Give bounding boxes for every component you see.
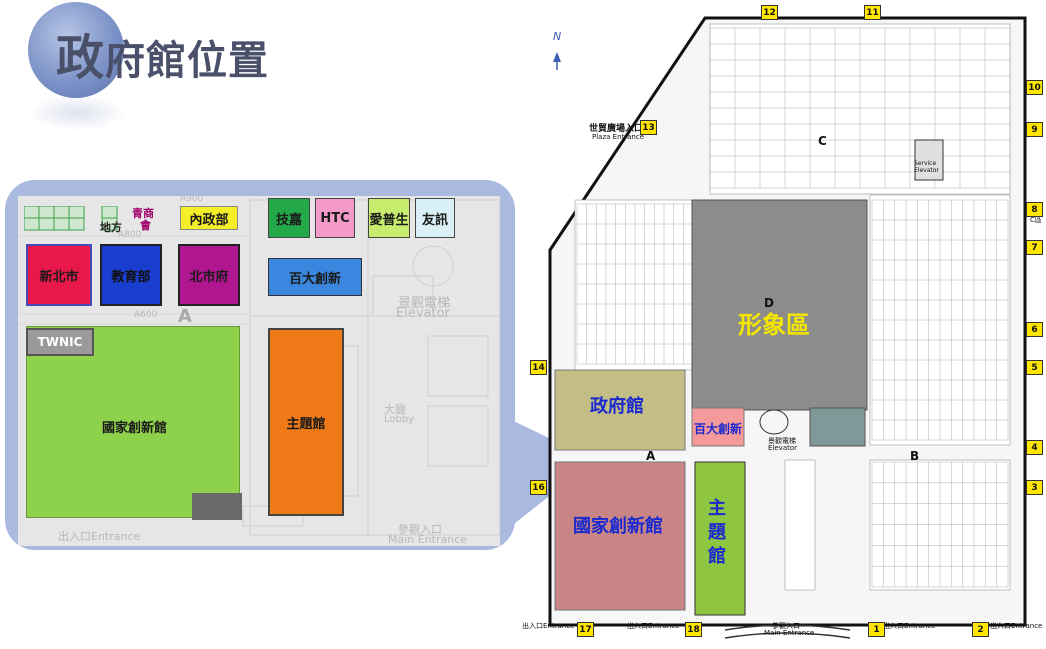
gate-8: 8	[1026, 202, 1043, 217]
map-north-label: N	[553, 30, 562, 43]
map-c-gate: C區	[1030, 216, 1042, 224]
gate-6: 6	[1026, 322, 1043, 337]
gate-14: 14	[530, 360, 547, 375]
ghost-lobby-en: Lobby	[384, 414, 415, 425]
floor-map	[548, 16, 1027, 639]
ghost-row-a: A	[178, 306, 192, 327]
zone-theme-label-3: 館	[708, 546, 726, 567]
gate-4: 4	[1026, 440, 1043, 455]
booth-assoc-label-c: 地方	[100, 221, 122, 234]
zoom-floor-detail: A900 A800 A600 A 景觀電梯 Elevator 大廳 Lobby …	[18, 196, 500, 546]
map-plaza-entrance-cn: 世貿廣場入口	[589, 124, 644, 134]
booth-theme: 主題館	[268, 328, 344, 516]
gate-5: 5	[1026, 360, 1043, 375]
zoom-callout-arrow	[480, 405, 595, 535]
gate-17: 17	[577, 622, 594, 637]
booth-moi: 內政部	[180, 206, 238, 230]
booth-national-label: 國家創新館	[102, 421, 168, 436]
ghost-elevator-cn: 景觀電梯	[398, 296, 451, 311]
ghost-a600: A600	[134, 310, 158, 320]
map-elevator-cn: 景觀電梯	[768, 437, 796, 445]
title-circle-decoration	[28, 2, 124, 98]
gate-13: 13	[640, 120, 657, 135]
booth-aipu: 愛普生	[368, 198, 410, 238]
ghost-a900: A900	[180, 196, 204, 204]
row-a-label: A	[646, 449, 656, 463]
gate-3: 3	[1026, 480, 1043, 495]
gate-18: 18	[685, 622, 702, 637]
booth-htc: HTC	[315, 198, 355, 238]
zoom-background-plan	[18, 199, 500, 536]
ghost-exit: 出入口Entrance	[58, 530, 141, 543]
page-title-rest: 府館位置	[105, 38, 270, 84]
zone-image-label: 形象區	[738, 311, 810, 339]
gate-2: 2	[972, 622, 989, 637]
ghost-main-entrance-cn: 參觀入口	[398, 523, 442, 536]
title-shadow	[30, 96, 124, 130]
map-entrance-left: 出入口Entrance	[522, 622, 575, 630]
booth-twnic-top: TWNIC	[26, 328, 94, 356]
booth-assoc-label-b: 會	[140, 219, 151, 232]
booth-youxun: 友訊	[415, 198, 455, 238]
booth-national: 國家創新館	[26, 326, 242, 520]
ghost-lobby: 大廳	[384, 403, 406, 416]
zoom-booth-grid	[24, 206, 118, 231]
zone-gov-label: 政府館	[590, 396, 644, 417]
map-entrance-right1: 出入口Entrance	[883, 622, 936, 630]
gate-16: 16	[530, 480, 547, 495]
map-plaza-entrance-en: Plaza Entrance	[592, 133, 645, 141]
zone-theme-label-1: 主	[708, 498, 726, 519]
booth-national-dark-block	[192, 493, 242, 520]
page-title: 政府館位置	[56, 18, 269, 88]
gate-1: 1	[868, 622, 885, 637]
zone-national-label: 國家創新館	[573, 516, 663, 537]
map-service-elevator: Service Elevator	[914, 160, 939, 174]
map-elevator-en: Elevator	[768, 444, 798, 452]
page-title-first-char: 政	[56, 30, 106, 86]
ghost-main-entrance-en: Main Entrance	[388, 533, 468, 546]
gate-9: 9	[1026, 122, 1043, 137]
map-main-entrance-en: Main Entrance	[764, 629, 815, 637]
gate-10: 10	[1026, 80, 1043, 95]
booth-tpe: 北市府	[178, 244, 240, 306]
row-d-label: D	[764, 296, 774, 310]
booth-baida: 百大創新	[268, 258, 362, 296]
booth-ntpc: 新北市	[26, 244, 92, 306]
booth-assoc-label-a: 青商	[132, 207, 154, 220]
row-c-label: C	[818, 134, 827, 148]
gate-11: 11	[864, 5, 881, 20]
zone-baida-label: 百大創新	[694, 422, 743, 436]
booth-moe: 教育部	[100, 244, 162, 306]
booth-jicheng: 技嘉	[268, 198, 310, 238]
booth-assoc: 地方 青商 會	[100, 207, 168, 234]
ghost-a800: A800	[118, 230, 142, 240]
zone-theme-label-2: 題	[708, 522, 726, 543]
map-entrance-right2: 出入口Entrance	[990, 622, 1043, 630]
gate-12: 12	[761, 5, 778, 20]
map-entrance-mid: 出入口Entrance	[627, 622, 680, 630]
gate-7: 7	[1026, 240, 1043, 255]
row-b-label: B	[910, 449, 920, 463]
map-main-entrance-cn: 參觀入口	[772, 622, 800, 630]
ghost-elevator-en: Elevator	[396, 306, 450, 321]
